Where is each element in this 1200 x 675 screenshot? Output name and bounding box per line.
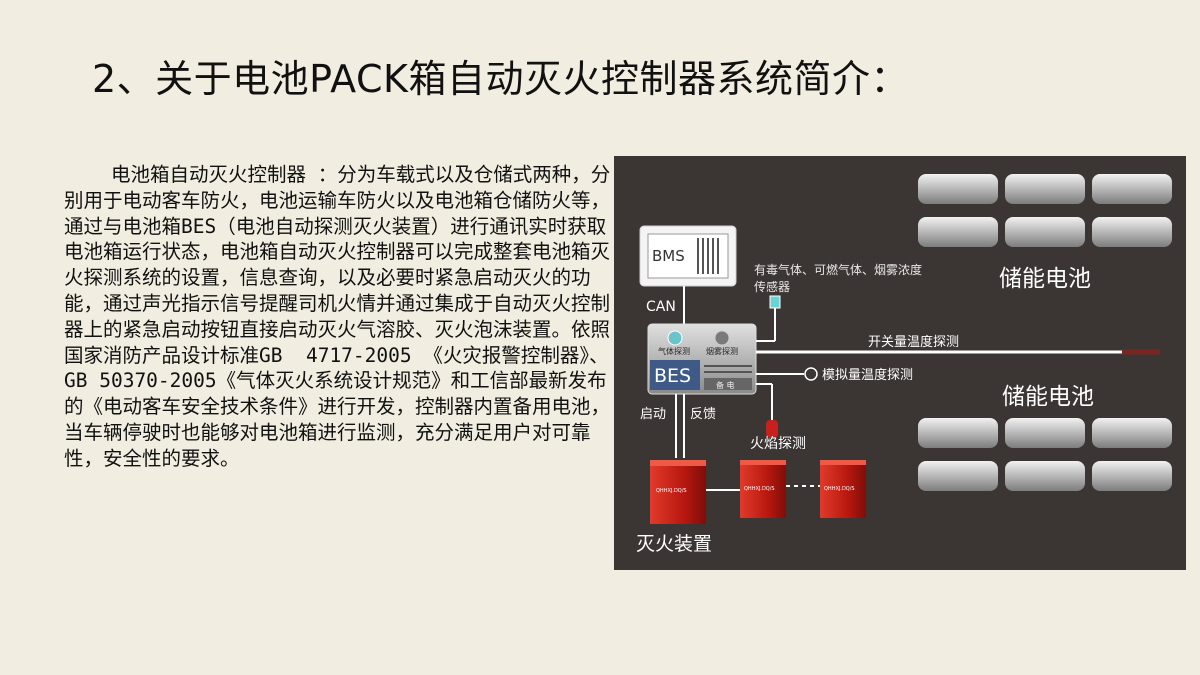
battery-grid-top [918,174,1172,247]
diagram-svg: 储能电池 储能电池 BMS CAN 气体探测 烟雾探测 BES [636,174,1172,555]
extinguisher-label: 灭火装置 [636,533,712,555]
extinguisher-device-1: QHHXJ.DQ/S [650,460,706,524]
switch-temp-label: 开关量温度探测 [868,334,959,350]
storage-battery-label-bottom: 储能电池 [1002,384,1094,410]
bes-controller: 气体探测 烟雾探测 BES 备 电 [647,323,757,395]
start-label: 启动 [640,407,666,422]
can-label: CAN [646,299,676,315]
analog-temp-label: 模拟量温度探测 [822,367,913,383]
bms-label: BMS [652,247,685,265]
smoke-detect-label: 烟雾探测 [706,346,738,356]
smoke-detect-indicator-icon [714,330,730,346]
extinguisher-device-3: QHHXJ.DQ/S [820,460,866,518]
battery-grid-bottom [918,418,1172,491]
system-diagram: 储能电池 储能电池 BMS CAN 气体探测 烟雾探测 BES [614,156,1186,570]
gas-sensor-icon [769,295,781,309]
device-tag: QHHXJ.DQ/S [744,486,775,492]
gas-detect-indicator-icon [667,330,683,346]
intro-paragraph: 电池箱自动灭火控制器 ：分为车载式以及仓储式两种，分别用于电动客车防火，电池运输… [64,163,611,470]
gas-sensor-label-2: 传感器 [754,279,790,294]
bes-label: BES [654,365,691,387]
flame-detector-icon [766,420,778,438]
flame-detect-label: 火焰探测 [750,436,806,452]
device-tag: QHHXJ.DQ/S [824,486,855,492]
backup-power-label: 备 电 [716,380,735,390]
storage-battery-label-top: 储能电池 [999,266,1091,292]
gas-detect-label: 气体探测 [658,346,690,356]
bms-unit: BMS [639,225,737,287]
gas-sensor-label-1: 有毒气体、可燃气体、烟雾浓度 [754,262,922,277]
feedback-label: 反馈 [690,407,716,422]
device-tag: QHHXJ.DQ/S [656,488,687,494]
extinguisher-device-2: QHHXJ.DQ/S [740,460,786,518]
analog-temp-sensor-icon [804,367,818,381]
slide-title: 2、关于电池PACK箱自动灭火控制器系统简介： [92,57,909,101]
